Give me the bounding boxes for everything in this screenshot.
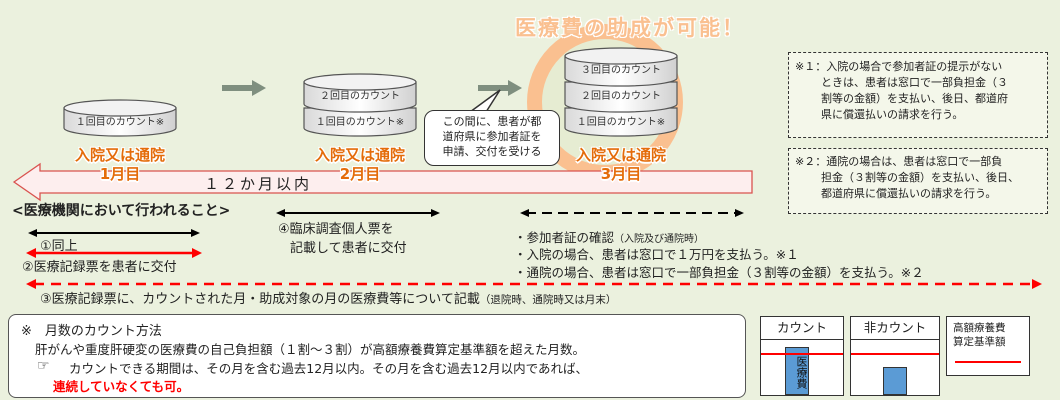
note1-line: ※１：入院の場合で参加者証の提示がない <box>795 60 1003 73</box>
callout-line: 申請、交付を受ける <box>442 145 542 158</box>
bullet-inpatient: ・入院の場合、患者は窓口で１万円を支払う。※１ <box>514 247 799 262</box>
stack-2 <box>303 73 417 137</box>
counter-label-1: １回目のカウント※ <box>75 117 165 128</box>
step1-span-arrow <box>28 229 200 237</box>
admission-text: 入院又は通院 <box>575 146 666 164</box>
legend-non-count: 非カウント <box>850 316 940 396</box>
note1-line: ときは、患者は窓口で一部負担金（３ <box>795 75 1041 91</box>
legend-threshold: 高額療養費 算定基準額 <box>946 316 1030 376</box>
callout-tail <box>467 89 501 113</box>
step4-line: ④臨床調査個人票を <box>278 222 394 237</box>
stack-1 <box>63 99 177 137</box>
stack-3 <box>564 47 678 137</box>
step4-span-arrow <box>276 209 440 217</box>
pointer-icon: ☞ <box>37 358 50 374</box>
counting-line1: 肝がんや重度肝硬変の医療費の自己負担額（１割～３割）が高額療養費算定基準額を超え… <box>35 342 586 357</box>
step2-span-arrow <box>26 248 202 258</box>
counting-line2: カウントできる期間は、その月を含む過去12月以内。その月を含む過去12月以内であ… <box>69 361 588 376</box>
section-header: <医療機関において行われること> <box>12 203 231 219</box>
admission-text: 入院又は通院 <box>74 146 165 164</box>
flow-arrow-1 <box>222 80 266 96</box>
note1-text: とき <box>821 76 843 89</box>
legend-count-header: カウント <box>761 317 843 340</box>
callout-line: 道府県に参加者証を <box>442 130 542 143</box>
callout-line: この間に、患者が都 <box>442 115 542 128</box>
counter-label-1: １回目のカウント※ <box>315 117 405 128</box>
counting-method-box: ※ 月数のカウント方法 肝がんや重度肝硬変の医療費の自己負担額（１割～３割）が高… <box>8 314 746 398</box>
month-label-2: 入院又は通院 2月目 <box>290 146 430 184</box>
note2-line: 都道府県に償還払いの請求を行う。 <box>821 187 997 200</box>
period-label: １２か月以内 <box>204 175 313 193</box>
step3-main: ③医療記録票に、カウントされた月・助成対象の月の医療費等について記載 <box>40 292 480 307</box>
threshold-line-sample <box>955 361 1021 363</box>
note2-line: ※２：通院の場合は、患者は窓口で一部負 <box>795 155 1003 168</box>
counter-label-2: ２回目のカウント <box>320 91 400 102</box>
counter-label-3: ３回目のカウント <box>581 65 661 76</box>
medical-cost-bar <box>883 367 907 395</box>
month-text: 3月目 <box>600 165 642 183</box>
step4-text: ④臨床調査個人票を 記載して患者に交付 <box>278 220 407 258</box>
note2-box: ※２：通院の場合は、患者は窓口で一部負 担金（３割等の金額）を支払い、後日、 都… <box>788 148 1048 214</box>
note1-line: 割等の金額）を支払い、後日、都道府 <box>821 92 1008 105</box>
legend-non-count-header: 非カウント <box>851 317 939 340</box>
note1-box: ※１：入院の場合で参加者証の提示がない ときは、患者は窓口で一部負担金（３ 割等… <box>788 52 1048 138</box>
counter-label-1: １回目のカウント※ <box>576 117 666 128</box>
medical-cost-bar: 医療費 <box>785 347 809 395</box>
counter-label-2: ２回目のカウント <box>581 91 661 102</box>
note1-text: は、患者は窓口で一部負担金（３ <box>843 76 1008 89</box>
note2-line: 担金（３割等の金額）を支払い、後日、 <box>821 171 1019 184</box>
bullet-sub: （入院及び通院時） <box>614 234 705 245</box>
threshold-line <box>761 353 843 355</box>
counting-line3: 連続していなくても可。 <box>53 379 190 394</box>
threshold-label-line: 高額療養費 <box>953 322 1006 334</box>
month-label-3: 入院又は通院 3月目 <box>551 146 691 184</box>
step3-span-arrow <box>26 279 1042 289</box>
bullet-participant-check: ・参加者証の確認（入院及び通院時） <box>514 227 704 246</box>
step1-text: ①同上 <box>40 239 78 254</box>
subsidy-title: 医療費の助成が可能！ <box>515 16 745 40</box>
step3-timing: （退院時、通院時又は月末） <box>479 294 617 306</box>
flow-arrow-2 <box>478 80 522 96</box>
application-callout: この間に、患者が都 道府県に参加者証を 申請、交付を受ける <box>424 110 560 166</box>
legend-count: カウント 医療費 <box>760 316 844 396</box>
threshold-line <box>851 353 939 355</box>
threshold-label-line: 算定基準額 <box>953 336 1006 348</box>
step2-text: ②医療記録票を患者に交付 <box>22 260 177 275</box>
bullets-span-arrow <box>520 209 744 217</box>
note1-line: 県に償還払いの請求を行う。 <box>821 108 964 121</box>
month-label-1: 入院又は通院 1月目 <box>50 146 190 184</box>
month-text: 1月目 <box>99 165 141 183</box>
threshold-label: 高額療養費 算定基準額 <box>953 321 1006 349</box>
bullet-outpatient: ・通院の場合、患者は窓口で一部負担金（３割等の金額）を支払う。※２ <box>514 265 924 280</box>
twelve-month-arrow <box>12 162 753 202</box>
counting-heading: ※ 月数のカウント方法 <box>21 324 162 339</box>
bullet-main: ・参加者証の確認 <box>514 230 615 245</box>
step4-line: 記載して患者に交付 <box>290 241 407 256</box>
admission-text: 入院又は通院 <box>314 146 405 164</box>
step3-text: ③医療記録票に、カウントされた月・助成対象の月の医療費等について記載（退院時、通… <box>40 288 616 307</box>
month-text: 2月目 <box>339 165 381 183</box>
